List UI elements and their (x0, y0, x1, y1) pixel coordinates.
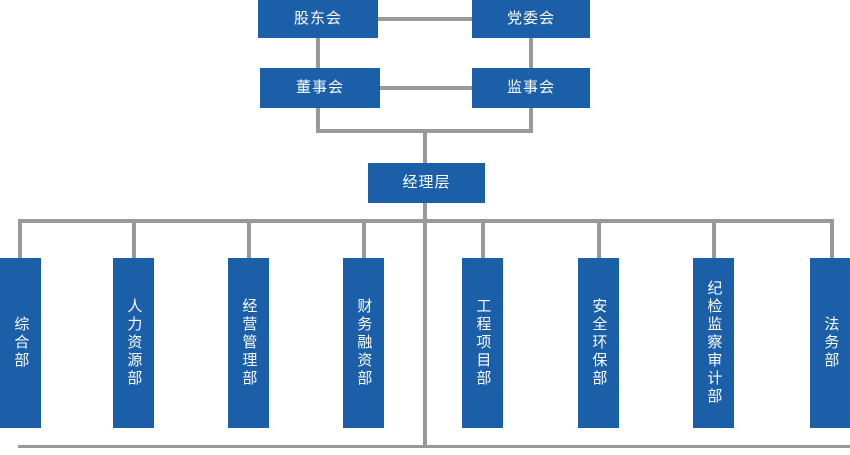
node-party-committee[interactable]: 党委会 (472, 0, 590, 38)
connector-drop-dept-5 (481, 219, 485, 260)
node-dept-human-resources-label: 人力资源部 (125, 298, 143, 388)
node-shareholders-label: 股东会 (293, 10, 342, 28)
node-management[interactable]: 经理层 (368, 163, 485, 203)
bottom-divider (18, 445, 850, 448)
node-dept-general-affairs[interactable]: 综合部 (0, 258, 41, 428)
node-dept-legal-affairs-label: 法务部 (822, 316, 840, 370)
connector-join-to-management (423, 129, 427, 165)
node-board-of-directors-label: 董事会 (295, 79, 344, 97)
node-board-of-supervisors[interactable]: 监事会 (472, 68, 590, 108)
connector-drop-dept-3 (247, 219, 251, 260)
connector-board-to-supervisors (380, 86, 472, 90)
connector-party-to-supervisors (529, 34, 533, 72)
node-dept-legal-affairs[interactable]: 法务部 (810, 258, 850, 428)
node-dept-operations-management[interactable]: 经营管理部 (228, 258, 269, 428)
connector-drop-dept-8 (830, 219, 834, 260)
connector-management-spine (423, 201, 427, 447)
connector-board-down (316, 106, 320, 133)
node-dept-engineering-project-label: 工程项目部 (474, 298, 492, 388)
node-dept-general-affairs-label: 综合部 (12, 316, 30, 370)
node-dept-engineering-project[interactable]: 工程项目部 (462, 258, 503, 428)
node-party-committee-label: 党委会 (506, 10, 555, 28)
node-dept-discipline-audit[interactable]: 纪检监察审计部 (693, 258, 734, 428)
node-dept-finance-financing-label: 财务融资部 (355, 298, 373, 388)
node-board-of-directors[interactable]: 董事会 (260, 68, 380, 108)
connector-department-bus (18, 219, 832, 223)
connector-drop-dept-7 (712, 219, 716, 260)
node-dept-human-resources[interactable]: 人力资源部 (113, 258, 154, 428)
node-dept-safety-environment[interactable]: 安全环保部 (578, 258, 619, 428)
node-dept-operations-management-label: 经营管理部 (240, 298, 258, 388)
connector-drop-dept-2 (132, 219, 136, 260)
connector-drop-dept-6 (597, 219, 601, 260)
node-dept-safety-environment-label: 安全环保部 (590, 298, 608, 388)
connector-drop-dept-4 (362, 219, 366, 260)
connector-drop-dept-1 (18, 219, 22, 260)
node-dept-finance-financing[interactable]: 财务融资部 (343, 258, 384, 428)
node-board-of-supervisors-label: 监事会 (506, 79, 555, 97)
connector-shareholders-to-party (378, 17, 472, 21)
node-dept-discipline-audit-label: 纪检监察审计部 (705, 280, 723, 406)
node-management-label: 经理层 (402, 174, 451, 192)
node-shareholders[interactable]: 股东会 (258, 0, 378, 38)
connector-shareholders-to-board (316, 34, 320, 72)
connector-supervisors-down (529, 106, 533, 133)
